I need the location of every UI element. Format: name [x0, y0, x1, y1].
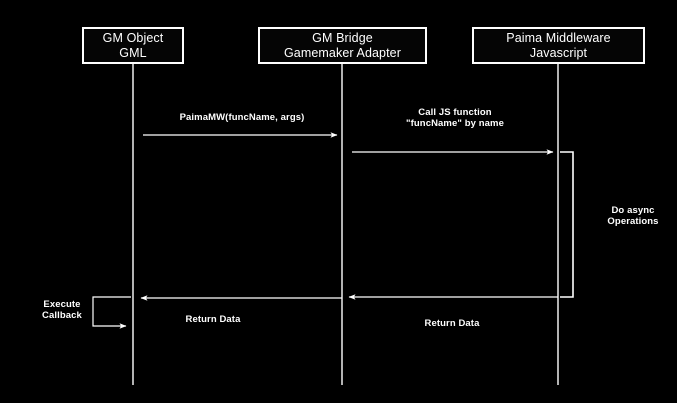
- message-label-paimamw-call: PaimaMW(funcName, args): [142, 112, 342, 123]
- message-label-call-js-function-line2: "funcName" by name: [406, 118, 504, 129]
- note-label-do-async-operations-line1: Do async: [611, 205, 655, 216]
- message-label-paimamw-call-line1: PaimaMW(funcName, args): [179, 112, 305, 123]
- message-label-call-js-function: Call JS function "funcName" by name: [380, 107, 530, 129]
- note-label-do-async-operations: Do async Operations: [588, 205, 677, 227]
- message-label-return-data-middleware-to-bridge-text: Return Data: [424, 318, 480, 329]
- self-message-label-execute-callback: Execute Callback: [22, 299, 102, 321]
- message-label-return-data-bridge-to-object-text: Return Data: [185, 314, 241, 325]
- participant-paima-middleware-line1: Paima Middleware: [506, 30, 611, 45]
- note-label-do-async-operations-line2: Operations: [607, 216, 659, 227]
- lifelines-group: [132, 64, 559, 385]
- participant-box-paima-middleware[interactable]: Paima Middleware Javascript: [472, 27, 645, 64]
- self-message-loop-execute-callback: [92, 296, 131, 329]
- participant-gm-bridge-line2: Gamemaker Adapter: [283, 45, 402, 60]
- participant-gm-object-line2: GML: [119, 45, 147, 60]
- message-label-call-js-function-line1: Call JS function: [418, 107, 492, 118]
- participant-box-gm-object[interactable]: GM Object GML: [82, 27, 184, 64]
- self-message-label-execute-callback-line1: Execute: [43, 299, 81, 310]
- message-label-return-data-middleware-to-bridge: Return Data: [377, 318, 527, 329]
- message-label-return-data-bridge-to-object: Return Data: [143, 314, 283, 325]
- self-message-label-execute-callback-line2: Callback: [42, 310, 82, 321]
- participant-paima-middleware-line2: Javascript: [529, 45, 588, 60]
- participant-gm-bridge-line1: GM Bridge: [312, 30, 373, 45]
- participant-gm-object-line1: GM Object: [102, 30, 164, 45]
- participant-box-gm-bridge[interactable]: GM Bridge Gamemaker Adapter: [258, 27, 427, 64]
- activation-bracket-paima-async: [560, 151, 574, 298]
